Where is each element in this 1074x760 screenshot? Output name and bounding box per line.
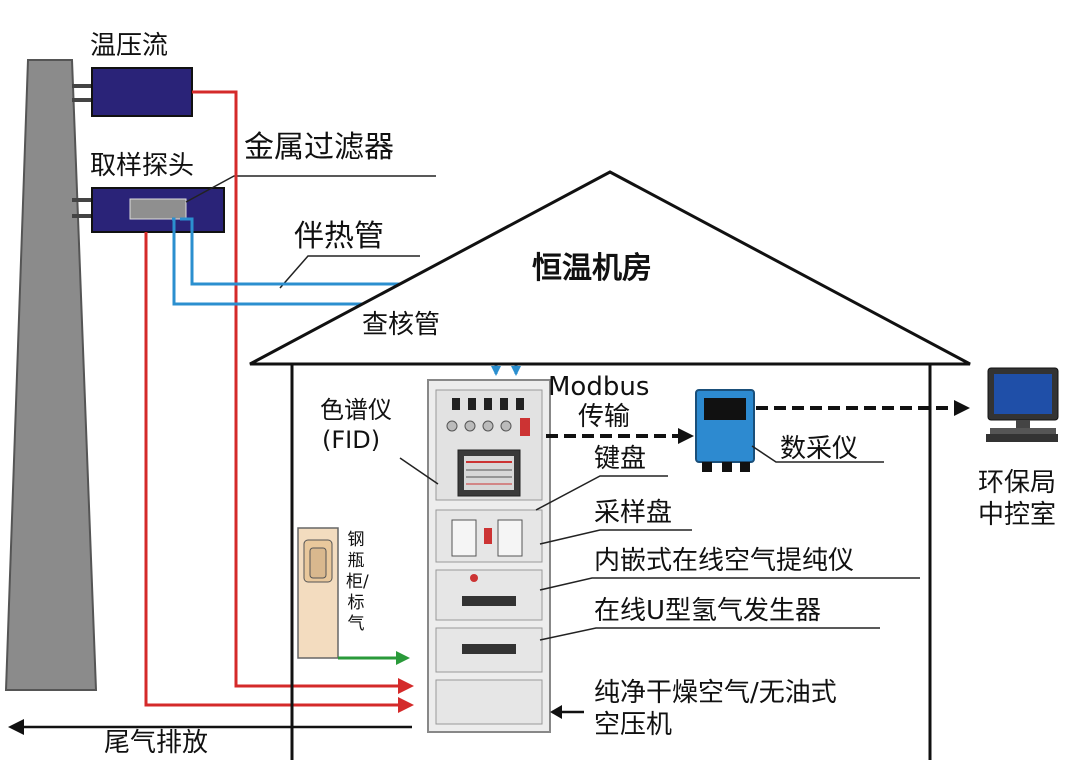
gc-detector-label: (FID) — [322, 426, 381, 454]
data-acquisition-unit — [695, 389, 755, 472]
analyzer-cabinet — [427, 379, 551, 733]
metal-filter-label: 金属过滤器 — [244, 130, 394, 165]
room-title: 恒温机房 — [532, 251, 652, 286]
computer-icon — [986, 367, 1059, 442]
temp-press-flow-box — [91, 67, 193, 117]
red-signal-line-2 — [144, 232, 400, 707]
compressor-label-line1: 纯净干燥空气/无油式 — [594, 678, 837, 708]
red-signal-line-1 — [192, 90, 400, 688]
metal-filter — [129, 198, 187, 220]
cylinder-label: 钢瓶柜/标气 — [346, 530, 369, 634]
epb-label-line1: 环保局 — [978, 468, 1057, 498]
sampling-panel-label: 采样盘 — [594, 498, 673, 528]
temp-press-flow-label: 温压流 — [90, 31, 169, 61]
check-pipe-label: 查核管 — [362, 310, 441, 340]
dau-label: 数采仪 — [780, 434, 859, 464]
chimney — [4, 59, 98, 691]
gc-label: 色谱仪 — [320, 396, 392, 424]
air-purifier-label: 内嵌式在线空气提纯仪 — [594, 546, 855, 576]
h2-generator-label: 在线U型氢气发生器 — [594, 596, 822, 626]
protocol-label: Modbus — [548, 372, 650, 402]
keyboard-label: 键盘 — [594, 444, 647, 474]
probe-label: 取样探头 — [90, 151, 195, 181]
transfer-label: 传输 — [578, 402, 631, 432]
exhaust-label: 尾气排放 — [104, 728, 209, 758]
heat-trace-label: 伴热管 — [294, 219, 384, 254]
epb-label-line2: 中控室 — [978, 500, 1057, 530]
house-walls — [290, 362, 932, 760]
compressor-label-line2: 空压机 — [594, 710, 673, 740]
